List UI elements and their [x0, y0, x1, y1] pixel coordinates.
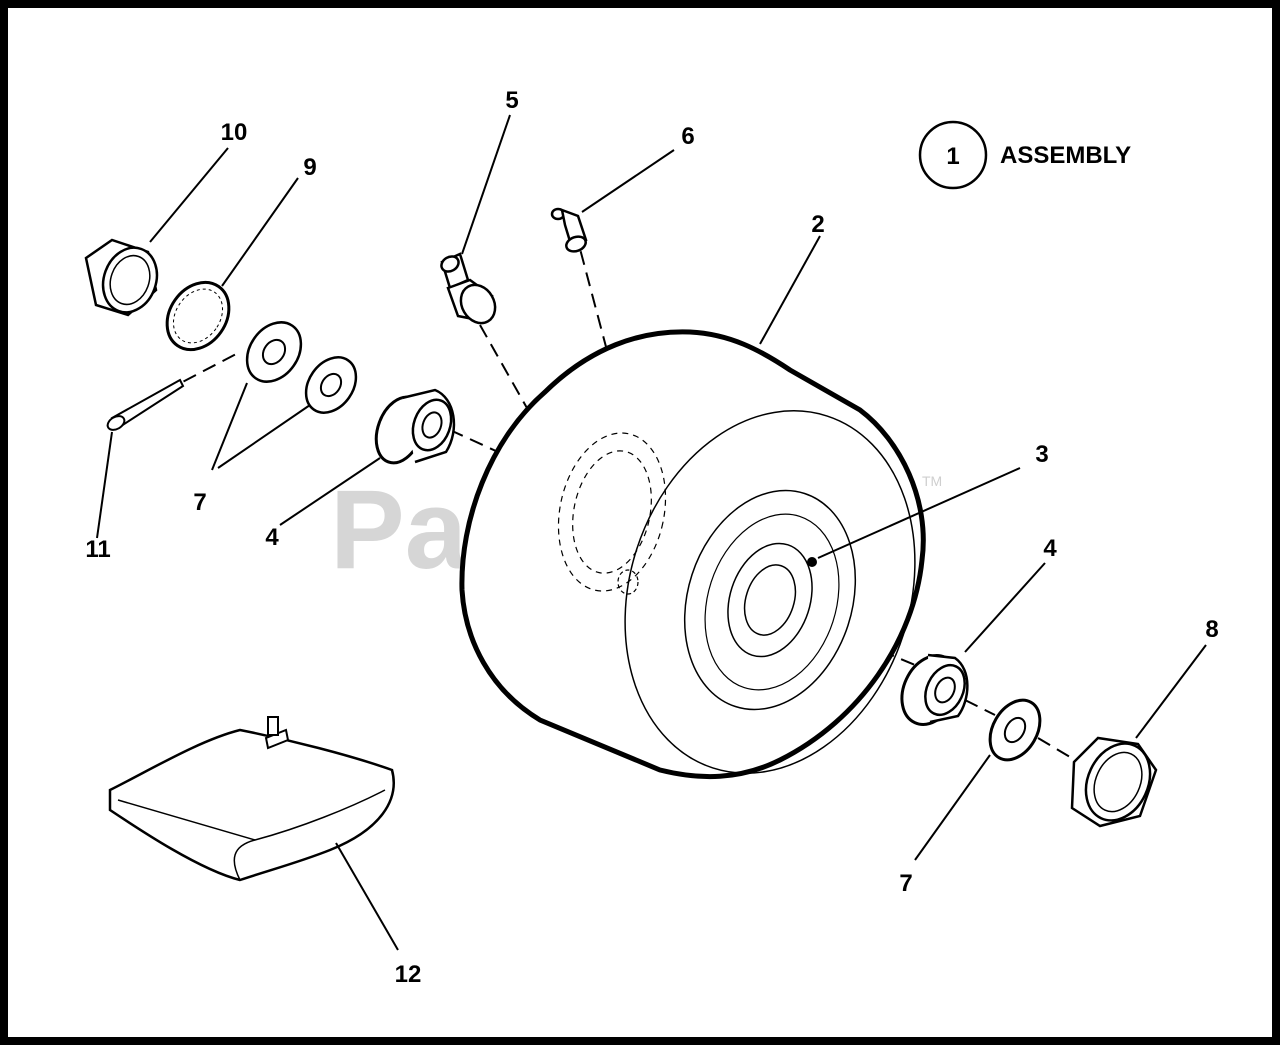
- part-4-flange-bearing-right: [900, 653, 969, 726]
- part-12-inner-tube: [108, 716, 395, 882]
- part-7-washer-left-a: [245, 321, 303, 383]
- legend-circle: [918, 120, 988, 190]
- legend-number: 1: [946, 143, 959, 170]
- part-7-washer-left-b: [304, 356, 358, 414]
- callout-2: 2: [811, 211, 824, 238]
- callout-7-left: 7: [193, 489, 206, 516]
- callout-11: 11: [85, 536, 110, 563]
- part-8-bushing: [1070, 736, 1158, 828]
- callout-4-left: 4: [265, 524, 279, 551]
- callout-12: 12: [395, 961, 422, 988]
- part-4-flange-bearing-left: [374, 388, 456, 465]
- callout-7-right: 7: [899, 870, 912, 897]
- part-6-grease-fitting: [550, 207, 588, 253]
- callout-4-right: 4: [1043, 535, 1057, 562]
- callout-5: 5: [505, 87, 518, 114]
- callout-9: 9: [303, 154, 316, 181]
- callout-8: 8: [1205, 616, 1218, 643]
- leader-lines: [96, 114, 1207, 951]
- callout-labels: 10 9 5 6 2 3 7 4 11 4 8 7 12: [85, 87, 1218, 988]
- part-11-cotter-pin: [106, 378, 185, 431]
- part-7-washer-right: [988, 698, 1042, 762]
- watermark-tm: TM: [922, 473, 942, 489]
- callout-6: 6: [681, 123, 694, 150]
- tire: [459, 329, 926, 780]
- legend-assembly: 1 ASSEMBLY: [918, 120, 1131, 190]
- legend-label: ASSEMBLY: [1000, 142, 1131, 169]
- callout-3: 3: [1035, 441, 1048, 468]
- part-10-bushing: [84, 238, 159, 317]
- part-5-valve-stem: [440, 252, 497, 325]
- part-9-bearing: [165, 280, 231, 352]
- callout-10: 10: [221, 119, 248, 146]
